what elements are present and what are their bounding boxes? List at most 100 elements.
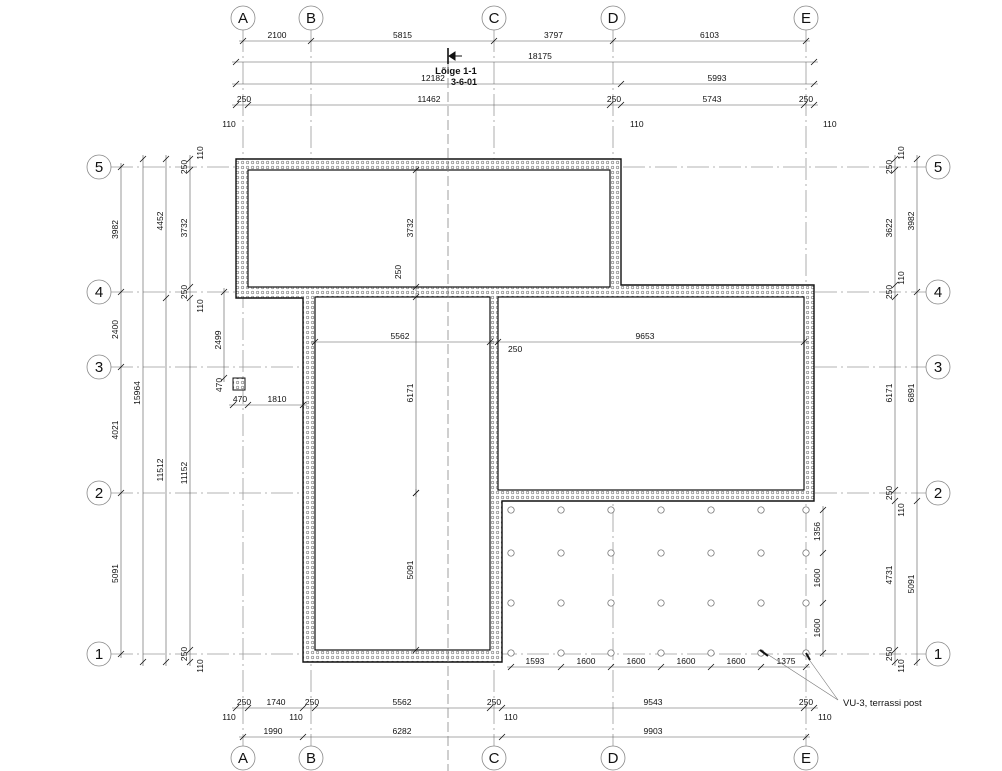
dim-label: 15964 — [132, 381, 142, 405]
dim-label: 470 — [233, 394, 247, 404]
terrace-post — [507, 549, 515, 557]
dim-tick — [186, 294, 194, 302]
grid-label: D — [608, 750, 619, 767]
grid-label: 2 — [934, 485, 942, 502]
section-sheet-ref: 3-6-01 — [451, 77, 477, 87]
dim-label: 6171 — [884, 383, 894, 402]
dim-tick — [819, 599, 827, 607]
dim-tick — [891, 166, 899, 174]
grid-bubble — [86, 279, 112, 305]
grid-bubble — [230, 5, 256, 31]
terrace-post — [757, 506, 765, 514]
dim-tick — [239, 733, 247, 741]
dim-label: 110 — [195, 146, 205, 160]
dim-tick — [891, 155, 899, 163]
room-left — [314, 296, 491, 651]
dim-label: 5091 — [405, 560, 415, 579]
dim-tick — [913, 155, 921, 163]
dim-label: 250 — [305, 697, 319, 707]
terrace-post — [607, 549, 615, 557]
dim-label: 1593 — [526, 656, 545, 666]
dim-label: 110 — [896, 659, 906, 673]
dim-tick — [311, 338, 319, 346]
dim-tick — [891, 486, 899, 494]
grid-label: B — [306, 10, 316, 27]
dim-label: 3982 — [110, 220, 120, 239]
dim-label: 110 — [504, 712, 518, 722]
dim-label: 1356 — [812, 522, 822, 541]
dim-label: 9903 — [644, 726, 663, 736]
dim-tick — [819, 506, 827, 514]
grid-bubble — [298, 5, 324, 31]
dim-tick — [800, 704, 808, 712]
dim-tick — [239, 37, 247, 45]
dim-tick — [412, 293, 420, 301]
grid-bubble — [481, 5, 507, 31]
dim-tick — [606, 101, 614, 109]
dim-label: 12182 — [421, 73, 445, 83]
terrace-post — [507, 649, 515, 657]
grid-bubble — [230, 745, 256, 771]
grid-bubble — [925, 354, 951, 380]
dim-label: 3732 — [405, 218, 415, 237]
terrace-post — [707, 506, 715, 514]
grid-label: 3 — [934, 359, 942, 376]
terrace-post — [607, 599, 615, 607]
dim-label: 5743 — [703, 94, 722, 104]
dim-tick — [617, 101, 625, 109]
terrace-post — [657, 649, 665, 657]
dim-tick — [220, 374, 228, 382]
grid-label: 4 — [95, 284, 103, 301]
grid-label: 3 — [95, 359, 103, 376]
dim-label: 2499 — [213, 330, 223, 349]
dim-label: 250 — [237, 697, 251, 707]
dim-label: 110 — [823, 119, 837, 129]
grid-bubble — [86, 480, 112, 506]
dim-tick — [412, 283, 420, 291]
section-arrow-icon — [448, 51, 462, 61]
dim-tick — [802, 663, 810, 671]
terrace-post — [657, 599, 665, 607]
dim-label: 250 — [179, 285, 189, 299]
dim-label: 110 — [222, 712, 236, 722]
dim-tick — [609, 37, 617, 45]
dim-tick — [486, 338, 494, 346]
dim-tick — [139, 658, 147, 666]
terrace-post — [607, 649, 615, 657]
terrace-post — [607, 506, 615, 514]
terrace-post — [802, 599, 810, 607]
grid-label: C — [489, 750, 500, 767]
dim-tick — [607, 663, 615, 671]
dim-label: 3622 — [884, 218, 894, 237]
dim-tick — [162, 658, 170, 666]
dim-label: 250 — [607, 94, 621, 104]
dim-label: 250 — [393, 265, 403, 279]
callout-label: VU-3, terrassi post — [843, 698, 922, 709]
terrace-post — [757, 599, 765, 607]
terrace-post — [657, 506, 665, 514]
grid-bubble — [86, 354, 112, 380]
grid-bubble — [298, 745, 324, 771]
terrace-post — [707, 599, 715, 607]
dim-label: 4021 — [110, 420, 120, 439]
dim-tick — [490, 37, 498, 45]
room-top — [247, 169, 611, 288]
dim-label: 18175 — [528, 51, 552, 61]
dim-tick — [494, 338, 502, 346]
dim-tick — [800, 101, 808, 109]
dim-tick — [232, 704, 240, 712]
dim-label: 1375 — [777, 656, 796, 666]
dim-label: 110 — [289, 712, 303, 722]
dim-tick — [913, 497, 921, 505]
dim-tick — [412, 489, 420, 497]
dim-tick — [757, 663, 765, 671]
dim-tick — [810, 704, 818, 712]
dim-tick — [311, 704, 319, 712]
grid-label: E — [801, 750, 811, 767]
dim-label: 250 — [884, 285, 894, 299]
terrace-post — [557, 599, 565, 607]
dim-label: 3732 — [179, 218, 189, 237]
dim-label: 250 — [884, 647, 894, 661]
dim-label: 1990 — [264, 726, 283, 736]
